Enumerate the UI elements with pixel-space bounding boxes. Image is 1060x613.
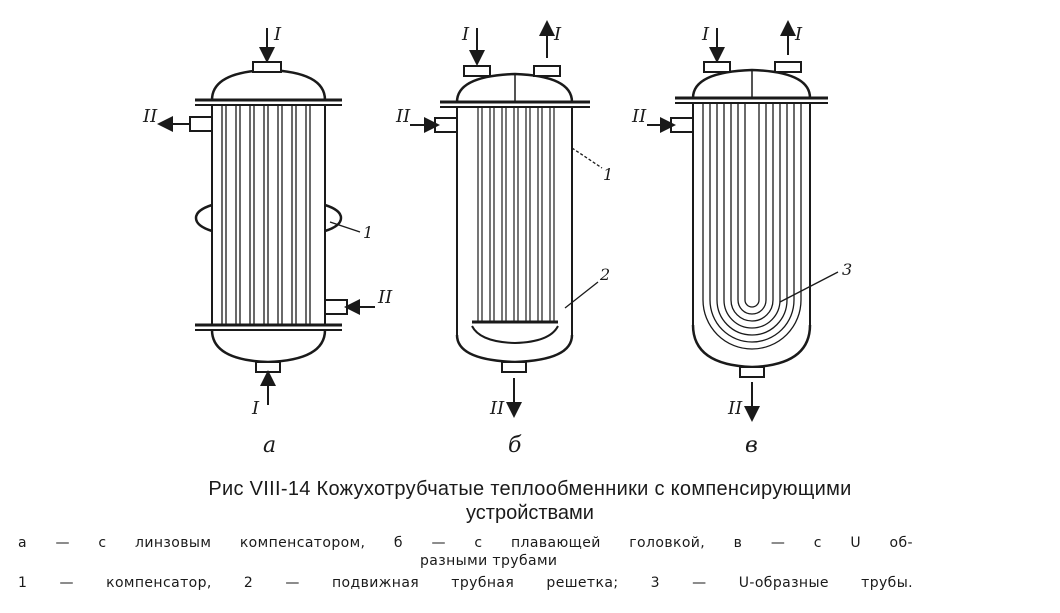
legend-parts: 1 — компенсатор, 2 — подвижная трубная р… [18,575,913,591]
variant-label-a: а [263,433,276,458]
flow-label-a-top: I [273,24,282,45]
part-label-2-b: 2 [599,265,610,284]
flow-label-b-bottom: II [489,398,505,419]
flow-label-c-top-left: I [701,24,710,45]
flow-label-b-top-left: I [461,24,470,45]
flow-arrows-b [410,20,603,418]
flow-label-c-bottom: II [727,398,743,419]
tubes-a [221,105,311,325]
legend-variants: а — с линзовым компенсатором, б — с плав… [18,535,913,551]
figure-caption-title: Рис VIII-14 Кожухотрубчатые теплообменни… [208,478,852,500]
flow-label-a-left: II [142,106,158,127]
flow-label-a-right: II [377,287,393,308]
variant-label-c: в [745,433,758,458]
flow-label-c-left: II [631,106,647,127]
exchanger-a [189,61,348,373]
figure-caption-title-cont: устройствами [466,502,594,524]
flow-label-a-bottom: I [251,398,260,419]
exchanger-c [670,61,828,378]
flow-label-b-top-right: I [553,24,562,45]
flow-label-b-left: II [395,106,411,127]
part-label-1-a: 1 [363,223,373,242]
flow-arrows-c [647,20,839,422]
variant-label-b: б [508,433,522,458]
flow-arrows-a [157,28,375,405]
part-label-1-b: 1 [603,165,613,184]
flow-label-c-top-right: I [794,24,803,45]
u-tubes-c [702,103,802,350]
tubes-b [477,107,555,322]
part-label-3-c: 3 [842,260,852,279]
heat-exchangers-diagram: I II II I 1 а I I II II [142,20,852,458]
exchanger-b [434,65,590,373]
legend-variants-cont: разными трубами [420,553,558,569]
